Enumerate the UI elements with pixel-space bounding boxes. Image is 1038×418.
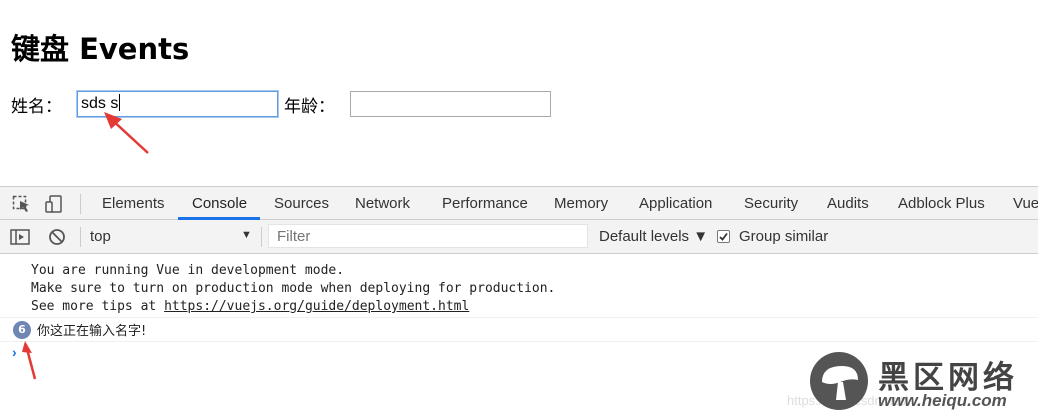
tab-network[interactable]: Network (355, 195, 411, 212)
tab-performance[interactable]: Performance (442, 195, 528, 212)
repeat-count-badge: 6 (13, 321, 31, 339)
context-selector[interactable]: top (90, 228, 111, 245)
console-output: You are running Vue in development mode.… (0, 254, 1038, 418)
filter-input[interactable]: Filter (268, 224, 588, 248)
group-similar-checkbox[interactable] (717, 230, 730, 243)
tab-elements[interactable]: Elements (102, 195, 165, 212)
devtools-panel: Elements Console Sources Network Perform… (0, 186, 1038, 418)
console-row-divider (0, 317, 1038, 318)
log-levels-dropdown[interactable]: Default levels ▼ (599, 228, 709, 245)
name-input[interactable]: sds s (77, 91, 278, 117)
console-row-divider (0, 341, 1038, 342)
toolbar-divider (80, 227, 81, 247)
annotation-arrow-badge (22, 341, 37, 380)
tab-memory[interactable]: Memory (554, 195, 609, 212)
console-log-message: 你这正在输入名字! (37, 324, 147, 339)
checkmark-icon (719, 232, 728, 241)
watermark-url: www.heiqu.com (878, 391, 1007, 410)
clear-console-icon[interactable] (47, 228, 67, 246)
tab-security[interactable]: Security (744, 195, 799, 212)
tab-application[interactable]: Application (639, 195, 713, 212)
console-message: You are running Vue in development mode. (31, 263, 345, 278)
tab-adblock-plus[interactable]: Adblock Plus (898, 195, 985, 212)
tab-audits[interactable]: Audits (827, 195, 869, 212)
name-label: 姓名： (11, 97, 62, 117)
inspect-element-icon[interactable] (12, 195, 32, 213)
deployment-guide-link[interactable]: https://vuejs.org/guide/deployment.html (164, 299, 470, 314)
tab-console[interactable]: Console (192, 195, 248, 212)
devtools-tabbar: Elements Console Sources Network Perform… (0, 186, 1038, 220)
text-caret (119, 94, 121, 111)
context-dropdown-icon[interactable]: ▼ (241, 229, 252, 241)
console-message: See more tips at https://vuejs.org/guide… (31, 299, 469, 314)
console-message: Make sure to turn on production mode whe… (31, 281, 556, 296)
tab-sources[interactable]: Sources (274, 195, 330, 212)
watermark-brand: 黑区网络 (878, 360, 1018, 396)
console-message-prefix: See more tips at (31, 299, 165, 314)
page-title: 键盘 Events (11, 32, 190, 66)
active-tab-indicator (178, 217, 260, 220)
watermark-mushroom-icon (822, 366, 858, 400)
demo-page: 键盘 Events 姓名： sds s 年龄： (0, 0, 1038, 185)
toolbar-divider (80, 194, 81, 214)
annotation-arrow-name-input (104, 112, 149, 154)
name-input-value: sds s (81, 95, 119, 112)
age-label: 年龄： (284, 97, 335, 117)
console-toolbar: top ▼ Filter Default levels ▼ Group simi… (0, 220, 1038, 254)
toolbar-divider (261, 227, 262, 247)
console-prompt-icon[interactable]: › (12, 344, 17, 360)
group-similar-label: Group similar (739, 228, 829, 245)
tab-vue[interactable]: Vue (1013, 195, 1038, 212)
show-sidebar-icon[interactable] (10, 228, 30, 246)
watermark-logo (810, 352, 868, 410)
age-input[interactable] (350, 91, 551, 117)
device-toolbar-icon[interactable] (44, 195, 64, 213)
